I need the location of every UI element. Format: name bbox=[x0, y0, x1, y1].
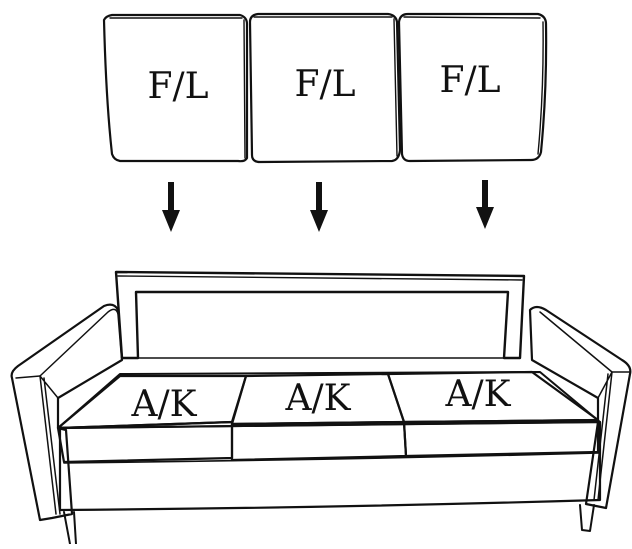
arrow-down-icon-middle bbox=[310, 182, 328, 232]
back-cushion-left: F/L bbox=[102, 13, 249, 163]
sofa-back-frame bbox=[114, 270, 526, 360]
back-cushion-right: F/L bbox=[397, 12, 548, 163]
back-cushion-label-right: F/L bbox=[439, 60, 500, 101]
back-cushion-label-left: F/L bbox=[147, 66, 208, 107]
arrow-down-icon-right bbox=[476, 180, 494, 229]
sofa-leg-right bbox=[579, 504, 595, 532]
seat-cushion-left: A/K bbox=[56, 374, 248, 464]
seat-cushion-middle: A/K bbox=[230, 372, 408, 462]
sofa-arm-left bbox=[10, 303, 124, 522]
sofa-leg-left bbox=[63, 511, 77, 545]
seat-cushion-label-left: A/K bbox=[130, 384, 197, 425]
seat-cushion-label-middle: A/K bbox=[284, 378, 351, 419]
back-cushion-label-middle: F/L bbox=[294, 64, 355, 105]
seat-cushion-right: A/K bbox=[386, 370, 600, 458]
sofa: A/K A/K A/K bbox=[10, 270, 632, 545]
sofa-arm-right bbox=[528, 305, 632, 510]
seat-cushion-label-right: A/K bbox=[444, 374, 511, 415]
back-cushion-middle: F/L bbox=[248, 12, 402, 164]
arrow-down-icon-left bbox=[162, 182, 180, 232]
